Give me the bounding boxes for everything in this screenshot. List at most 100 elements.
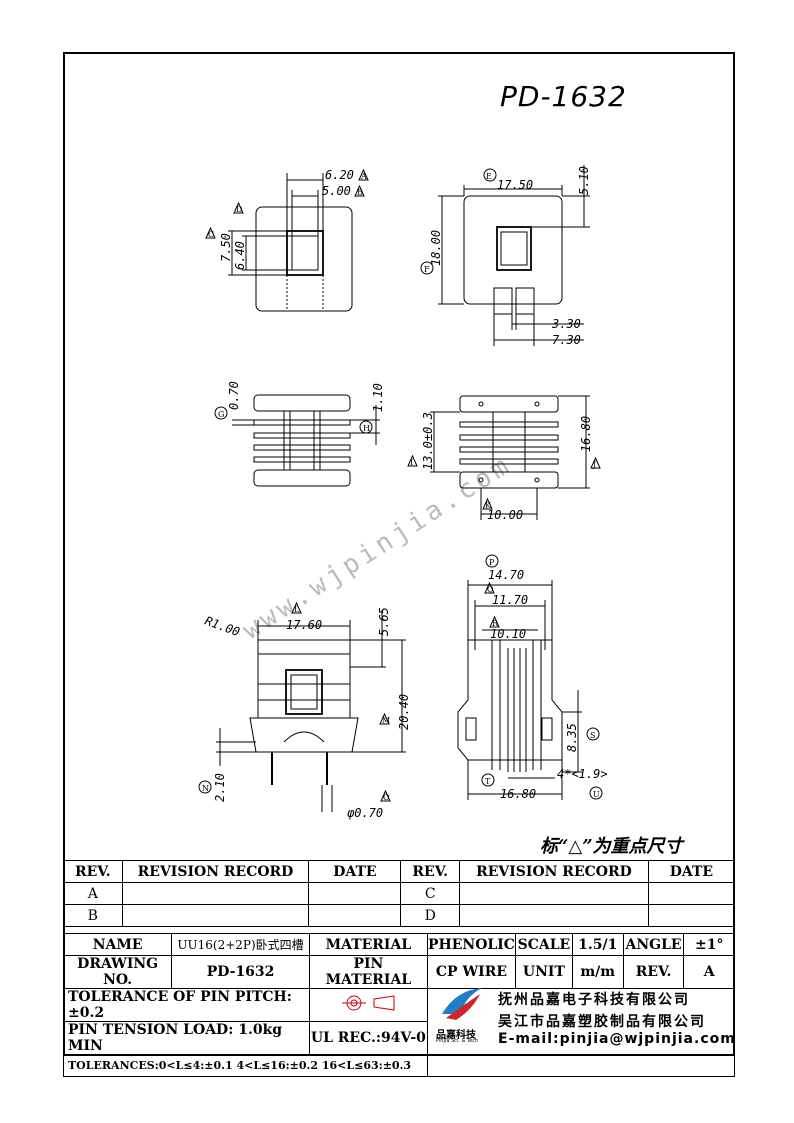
- scale-value: 1.5/1: [571, 933, 624, 956]
- revision-row: A C: [63, 882, 736, 905]
- dim-5-10: 5.10: [577, 166, 591, 195]
- key-dimension-note: 标“△”为重点尺寸: [540, 836, 683, 857]
- company-name-1: 抚州品嘉电子科技有限公司: [498, 992, 690, 1008]
- marker-o: O: [383, 793, 390, 802]
- revision-row: B D: [63, 904, 736, 927]
- dim-3-30: 3.30: [551, 317, 581, 331]
- logo-text: 品嘉科技: [436, 1030, 476, 1041]
- marker-a: A: [360, 172, 367, 181]
- dim-4-pins: 4*<1.9>: [557, 767, 608, 781]
- third-angle-projection-icon: [342, 995, 395, 1011]
- view-top-left: [228, 173, 353, 312]
- date-header: DATE: [308, 860, 402, 883]
- general-tolerances: TOLERANCES:0<L≤4:±0.1 4<L≤16:±0.2 16<L≤6…: [63, 1054, 428, 1077]
- dim-7-50: 7.50: [219, 233, 233, 262]
- dim-pin-diameter: φ0.70: [347, 806, 383, 820]
- dim-17-50: 17.50: [497, 178, 533, 192]
- dim-20-40: 20.40: [397, 694, 411, 730]
- view-top-right: [438, 165, 590, 346]
- projection-symbol: [308, 988, 429, 1022]
- marker-i: I: [410, 458, 413, 467]
- record-cell: [121, 904, 310, 927]
- unit-label: UNIT: [514, 955, 573, 989]
- marker-u: U: [593, 790, 600, 799]
- dim-8-35: 8.35: [565, 723, 579, 752]
- dim-5-00: 5.00: [322, 184, 351, 198]
- unit-value: m/m: [571, 955, 624, 989]
- rev-cell: A: [63, 882, 123, 905]
- marker-r: R: [492, 619, 499, 628]
- marker-m: M: [382, 716, 390, 725]
- dim-0-70: 0.70: [227, 381, 241, 410]
- dim-2-10: 2.10: [213, 773, 227, 802]
- drawing-title: PD-1632: [500, 80, 627, 113]
- date-cell: [308, 904, 402, 927]
- marker-h: H: [363, 424, 370, 433]
- dim-11-70: 11.70: [492, 593, 528, 607]
- dim-18-00: 18.00: [429, 230, 443, 266]
- marker-n: N: [202, 784, 209, 793]
- pin-pitch-tolerance: TOLERANCE OF PIN PITCH:±0.2: [63, 988, 310, 1022]
- company-name-2: 吴江市品嘉塑胶制品有限公司: [498, 1014, 706, 1030]
- drawing-no-value: PD-1632: [171, 955, 310, 989]
- scale-label: SCALE: [514, 933, 573, 956]
- ul-rec: UL REC.:94V-0: [308, 1021, 429, 1055]
- marker-d: D: [236, 205, 242, 214]
- marker-b: B: [357, 188, 363, 197]
- rev-header-2: REV.: [400, 860, 460, 883]
- dim-10-10: 10.10: [490, 627, 526, 641]
- rev-cell: D: [400, 904, 460, 927]
- marker-q: Q: [487, 585, 494, 594]
- rev-cell: C: [400, 882, 460, 905]
- dim-16-80-bottom: 16.80: [500, 787, 536, 801]
- angle-label: ANGLE: [622, 933, 685, 956]
- angle-value: ±1°: [683, 933, 735, 956]
- rev-header: REV.: [63, 860, 123, 883]
- record-cell: [458, 882, 649, 905]
- view-bottom-right: [457, 580, 582, 800]
- marker-t: T: [485, 777, 491, 786]
- marker-c: C: [208, 230, 214, 239]
- revision-table: REV. REVISION RECORD DATE REV. REVISION …: [63, 860, 736, 927]
- dim-17-60: 17.60: [286, 618, 322, 632]
- dim-14-70: 14.70: [488, 568, 524, 582]
- company-block: [427, 988, 735, 1077]
- company-logo-icon: [442, 988, 482, 1020]
- view-middle-left: [232, 394, 380, 487]
- dim-10-00: 10.00: [487, 508, 523, 522]
- name-label: NAME: [62, 933, 173, 956]
- marker-p: P: [489, 558, 495, 567]
- dim-5-65: 5.65: [377, 607, 391, 636]
- record-header-2: REVISION RECORD: [458, 860, 649, 883]
- dim-13-0: 13.0±0.3: [421, 412, 435, 470]
- marker-e: E: [486, 172, 492, 181]
- record-header: REVISION RECORD: [121, 860, 310, 883]
- dim-6-40: 6.40: [233, 241, 247, 270]
- pin-tension: PIN TENSION LOAD: 1.0kg MIN: [63, 1021, 310, 1055]
- pin-material-value: CP WIRE: [427, 955, 516, 989]
- company-email: E-mail:pinjia@wjpinjia.com: [498, 1031, 736, 1047]
- marker-k: K: [485, 501, 492, 510]
- dim-7-30: 7.30: [552, 333, 581, 347]
- date-header-2: DATE: [647, 860, 736, 883]
- rev-label: REV.: [622, 955, 685, 989]
- pin-material-label: PIN MATERIAL: [308, 955, 429, 989]
- marker-s: S: [590, 731, 595, 740]
- marker-l: L: [294, 605, 300, 614]
- marker-f: F: [424, 265, 430, 274]
- rev-cell: B: [63, 904, 123, 927]
- material-value: PHENOLIC: [427, 933, 516, 956]
- view-middle-right: [430, 395, 590, 520]
- dim-6-20: 6.20: [325, 168, 354, 182]
- name-value: UU16(2+2P)卧式四槽: [171, 933, 310, 956]
- dim-1-10: 1.10: [371, 383, 385, 412]
- date-cell: [308, 882, 402, 905]
- marker-g: G: [218, 410, 224, 419]
- logo-subtext: PinJia Sci. & Tech: [436, 1038, 479, 1044]
- date-cell: [647, 904, 736, 927]
- date-cell: [647, 882, 736, 905]
- drawing-no-label: DRAWING NO.: [62, 955, 173, 989]
- dim-r1-00: R1.00: [203, 614, 242, 640]
- view-bottom-left: [216, 610, 406, 812]
- material-label: MATERIAL: [308, 933, 429, 956]
